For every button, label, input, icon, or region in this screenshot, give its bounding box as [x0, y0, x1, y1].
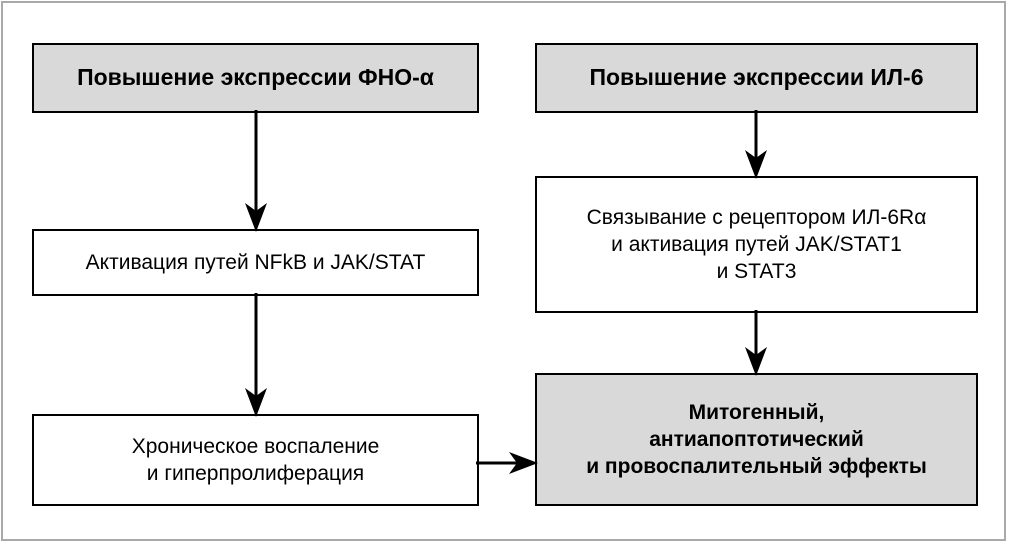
- node-effects-label: Митогенный, антиапоптотический и провосп…: [543, 399, 970, 481]
- node-il6-expression[interactable]: Повышение экспрессии ИЛ-6: [535, 43, 978, 113]
- node-il6r-line-3: и STAT3: [716, 260, 797, 284]
- node-il6r-binding[interactable]: Связывание с рецептором ИЛ-6Rα и активац…: [535, 176, 978, 313]
- node-il6r-line-1: Связывание с рецептором ИЛ-6Rα: [586, 205, 927, 229]
- node-il6r-line-2: и активация путей JAK/STAT1: [611, 232, 902, 256]
- node-chronic-inflammation[interactable]: Хроническое воспаление и гиперпролиферац…: [32, 414, 479, 506]
- node-inflammation-line-2: и гиперпролиферация: [146, 462, 365, 485]
- arrow-il6-to-il6r-icon: [745, 110, 767, 179]
- arrow-tnf-to-nfkb-icon: [245, 110, 267, 232]
- node-nfkb-jakstat-activation[interactable]: Активация путей NFkB и JAK/STAT: [32, 229, 479, 296]
- node-mitogenic-effects[interactable]: Митогенный, антиапоптотический и провосп…: [535, 373, 978, 506]
- node-effects-line-3: и провоспалительный эффекты: [586, 455, 927, 479]
- node-tnf-label: Повышение экспрессии ФНО-α: [77, 64, 434, 91]
- node-nfkb-label: Активация путей NFkB и JAK/STAT: [85, 250, 426, 274]
- node-effects-line-1: Митогенный,: [688, 400, 825, 424]
- arrow-nfkb-to-inflammation-icon: [245, 293, 267, 417]
- node-inflammation-line-1: Хроническое воспаление: [131, 434, 380, 458]
- node-inflammation-label: Хроническое воспаление и гиперпролиферац…: [40, 433, 471, 488]
- node-il6-label: Повышение экспрессии ИЛ-6: [589, 64, 924, 91]
- node-tnf-expression[interactable]: Повышение экспрессии ФНО-α: [32, 43, 479, 113]
- node-effects-line-2: антиапоптотический: [649, 427, 864, 451]
- node-il6r-label: Связывание с рецептором ИЛ-6Rα и активац…: [543, 204, 970, 286]
- arrow-inflammation-to-effects-icon: [476, 452, 538, 474]
- arrow-il6r-to-effects-icon: [745, 310, 767, 376]
